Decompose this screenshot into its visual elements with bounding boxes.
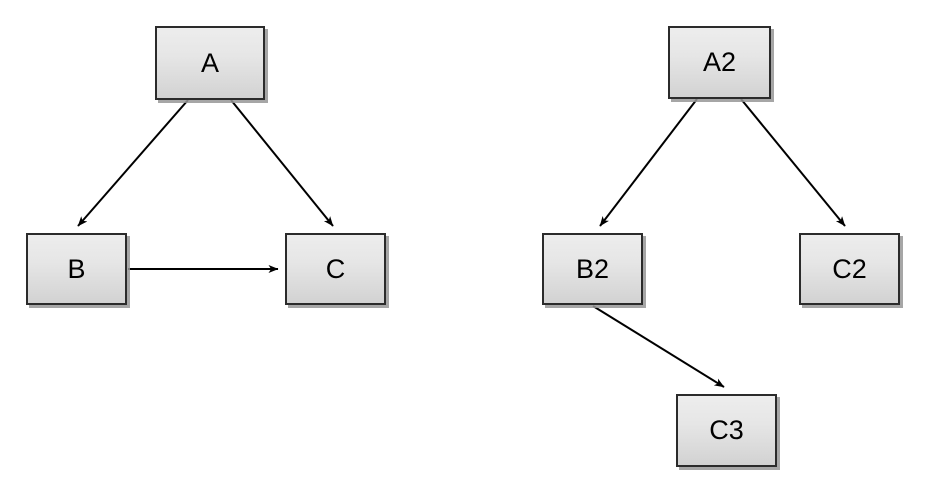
node-b2-label: B2 — [575, 253, 610, 284]
node-a2-label: A2 — [702, 47, 737, 77]
edge-a2-to-b2 — [599, 98, 698, 227]
edge-b2-to-c3 — [592, 305, 725, 388]
edge-a-to-c — [230, 99, 334, 227]
node-b[interactable]: B — [26, 233, 127, 305]
node-b-label: B — [67, 253, 86, 284]
node-c2-label: C2 — [832, 253, 867, 284]
node-a-label: A — [200, 47, 219, 78]
node-c3[interactable]: C3 — [676, 394, 777, 467]
node-c2[interactable]: C2 — [799, 233, 900, 305]
edge-a2-to-c2 — [740, 98, 846, 227]
node-c3-label: C3 — [709, 415, 744, 445]
node-c[interactable]: C — [285, 233, 386, 305]
node-a[interactable]: A — [155, 26, 265, 100]
edge-a-to-b — [77, 99, 189, 227]
node-c-label: C — [325, 253, 346, 284]
node-a2[interactable]: A2 — [668, 26, 771, 99]
node-b2[interactable]: B2 — [542, 233, 643, 305]
